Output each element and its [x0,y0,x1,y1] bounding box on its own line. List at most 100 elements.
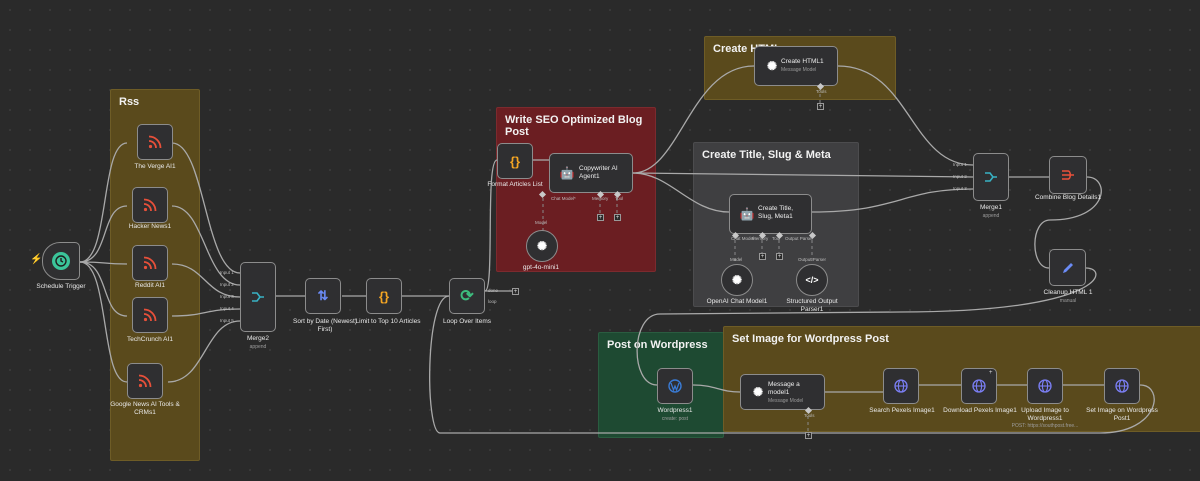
title-add-memory[interactable]: + [759,253,766,260]
gpt-4o-mini-node[interactable]: ✺ [526,230,558,262]
message-tools-label: Tools [804,413,815,418]
copywriter-node[interactable]: 🤖 [549,153,633,193]
combine-blog-details-label: Combine Blog Details1 [1034,194,1102,201]
hacker-news-node[interactable] [132,187,168,223]
rss-icon [141,254,159,272]
google-news-label: Google News AI Tools & CRMs1 [110,401,180,416]
upload-line1: Upload Image to [1021,407,1069,414]
code-braces-icon: {} [509,153,521,169]
structured-output-parser-node[interactable]: </> [796,264,828,296]
limit-node[interactable]: {} [366,278,402,314]
openai-chat-model-label: OpenAI Chat Model1 [706,298,768,305]
copywriter-chat-label: Chat Model* [551,196,576,201]
techcrunch-label: TechCrunch AI1 [127,336,173,343]
code-icon: </> [805,275,819,285]
loop-over-items-node[interactable]: ⟳ [449,278,485,314]
title-add-tool[interactable]: + [776,253,783,260]
create-html-sublabel: Message Model [781,67,817,73]
cleanup-html-label: Cleanup HTML 1 [1043,289,1093,296]
sort-icon: ⇅ [317,288,329,303]
globe-icon [892,377,910,395]
merge1-sublabel: append [982,213,1000,219]
techcrunch-node[interactable] [132,297,168,333]
set-image-line2: Post1 [1113,415,1131,422]
the-verge-node[interactable] [137,124,173,160]
limit-label: Limit to Top 10 Articles [355,318,421,325]
merge2-sublabel: append [249,344,267,350]
merge2-label: Merge2 [246,335,270,342]
copywriter-add-tool[interactable]: + [614,214,621,221]
loop-done-port: done [488,288,499,293]
group-wordpress-title: Post on Wordpress [607,339,708,351]
loop-add-button[interactable]: + [512,288,519,295]
message-model-node[interactable]: ✺ [740,374,825,410]
merge2-input-2: Input 2 [220,282,234,287]
wordpress1-label: Wordpress1 [657,407,693,414]
group-meta-title: Create Title, Slug & Meta [702,149,831,161]
title-slug-meta-node[interactable]: 🤖 [729,194,812,234]
title-memory-label: Memory [752,236,769,241]
openai-icon: ✺ [752,385,764,399]
message-model-label: Message a model1 [768,381,800,397]
merge2-input-4: Input 4 [220,306,234,311]
title-chat-label: Chat Model [731,236,755,241]
wordpress1-node[interactable] [657,368,693,404]
create-html-add-tool[interactable]: + [817,103,824,110]
lightning-icon: ⚡ [30,254,43,265]
copywriter-label-line1: Copywriter AI [579,165,618,172]
group-image-title: Set Image for Wordpress Post [732,333,889,345]
copywriter-label-line2: Agent1 [579,173,600,180]
wordpress1-sublabel: create: post [661,416,689,422]
combine-icon [1059,166,1077,184]
group-seo-title: Write SEO Optimized Blog Post [505,114,643,138]
robot-icon: 🤖 [559,166,575,180]
sort-by-date-node[interactable]: ⇅ [305,278,341,314]
schedule-trigger-label: Schedule Trigger [36,283,86,290]
rss-icon [146,133,164,151]
wordpress-icon [666,377,684,395]
upload-image-node[interactable] [1027,368,1063,404]
format-articles-label: Format Articles List [487,181,543,188]
download-pexels-node[interactable] [961,368,997,404]
gpt-4o-mini-label: gpt-4o-mini1 [522,264,560,271]
title-slug-line1: Create Title, [758,205,794,212]
title-parser-label: Output Parser [785,236,814,241]
merge1-label: Merge1 [979,204,1003,211]
plus-badge-icon: + [989,370,993,376]
set-image-label: Set Image on Wordpress Post1 [1082,407,1162,423]
structured-line1: Structured Output [786,298,838,305]
cleanup-html-sublabel: manual [1059,298,1077,304]
structured-parser-port-label: Output Parser [798,257,827,262]
globe-icon [970,377,988,395]
merge1-node[interactable] [973,153,1009,201]
combine-blog-details-node[interactable] [1049,156,1087,194]
openai-icon: ✺ [766,59,778,73]
reddit-ai-node[interactable] [132,245,168,281]
message-add-tool[interactable]: + [805,432,812,439]
loop-over-items-label: Loop Over Items [442,318,492,325]
set-image-node[interactable] [1104,368,1140,404]
openai-chat-model-node[interactable]: ✺ [721,264,753,296]
structured-line2: Parser1 [800,306,824,313]
cleanup-html-node[interactable] [1049,249,1086,286]
sort-by-date-label: Sort by Date (Newest) First) [292,318,358,334]
title-slug-line2: Slug, Meta1 [758,213,793,220]
upload-image-sublabel: POST: https://southpost.free... [1011,423,1079,429]
copywriter-memory-label: Memory [592,196,609,201]
merge1-input-3: Input 3 [953,186,967,191]
rss-icon [141,306,159,324]
google-news-node[interactable] [127,363,163,399]
create-html-tools-label: Tools [816,89,827,94]
message-line2: model1 [768,389,790,396]
merge2-input-5: Input 5 [220,318,234,323]
copywriter-add-memory[interactable]: + [597,214,604,221]
openai-model-port-label: Model [730,257,743,262]
merge2-node[interactable] [240,262,276,332]
title-tool-label: Tool [772,236,781,241]
create-html-node[interactable]: ✺ [754,46,838,86]
format-articles-node[interactable]: {} [497,143,533,179]
gpt-model-port-label: Model [535,220,548,225]
message-line1: Message a [768,381,800,388]
search-pexels-node[interactable] [883,368,919,404]
schedule-trigger-node[interactable] [42,242,80,280]
